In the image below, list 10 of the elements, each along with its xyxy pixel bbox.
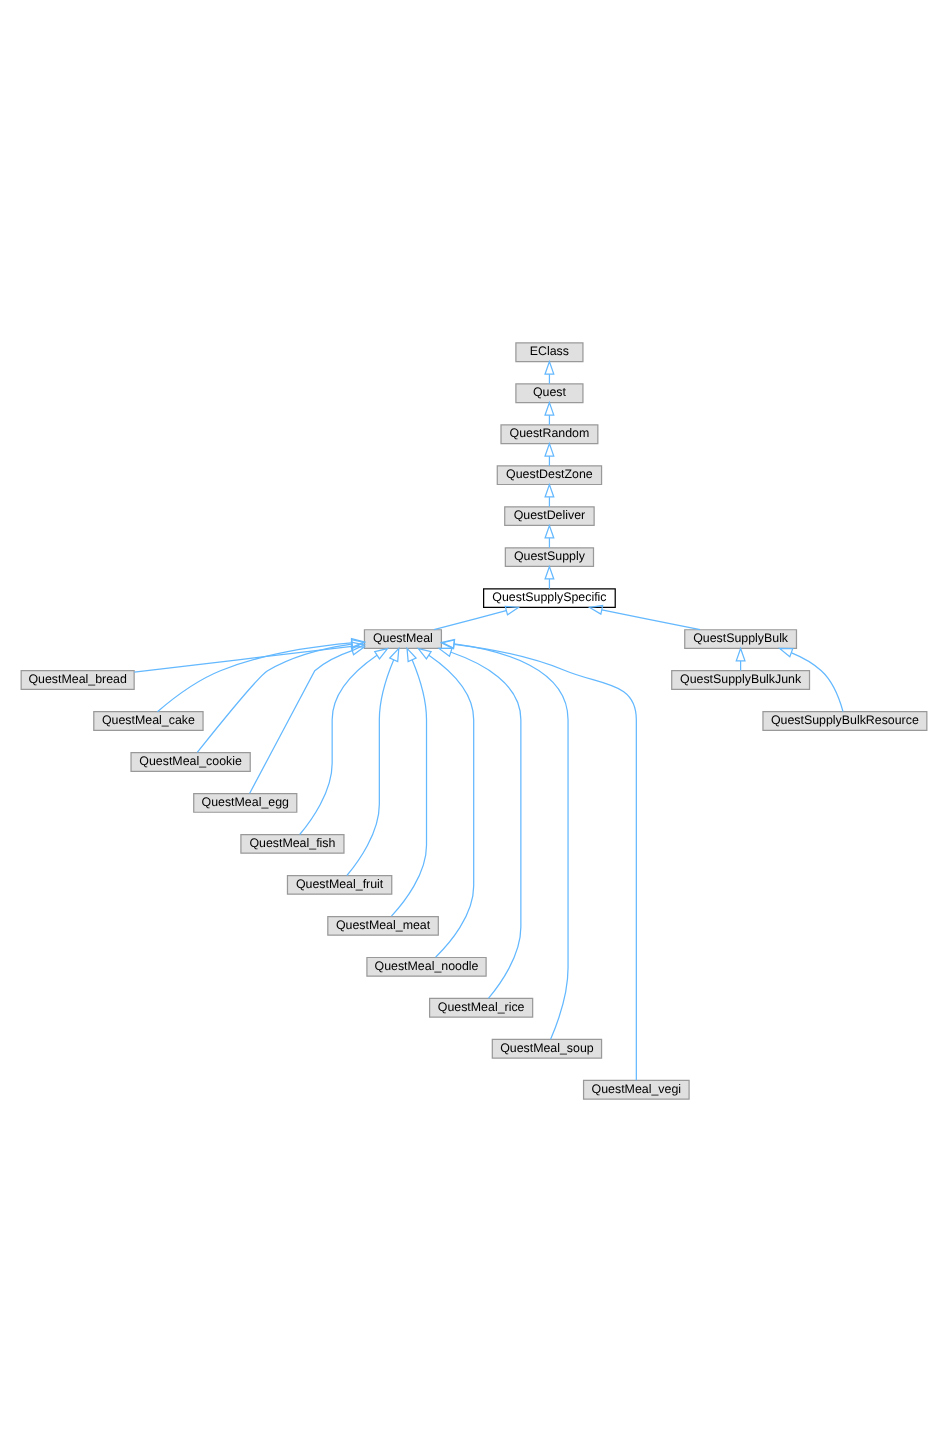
arrow (433, 605, 521, 631)
arrow (587, 604, 701, 631)
arrow (439, 639, 637, 1081)
arrow (439, 638, 569, 1040)
arrow (196, 638, 367, 753)
arrow (777, 647, 844, 713)
arrow (390, 646, 428, 917)
arrow (156, 637, 367, 713)
arrow (133, 641, 367, 673)
arrow (248, 645, 366, 795)
